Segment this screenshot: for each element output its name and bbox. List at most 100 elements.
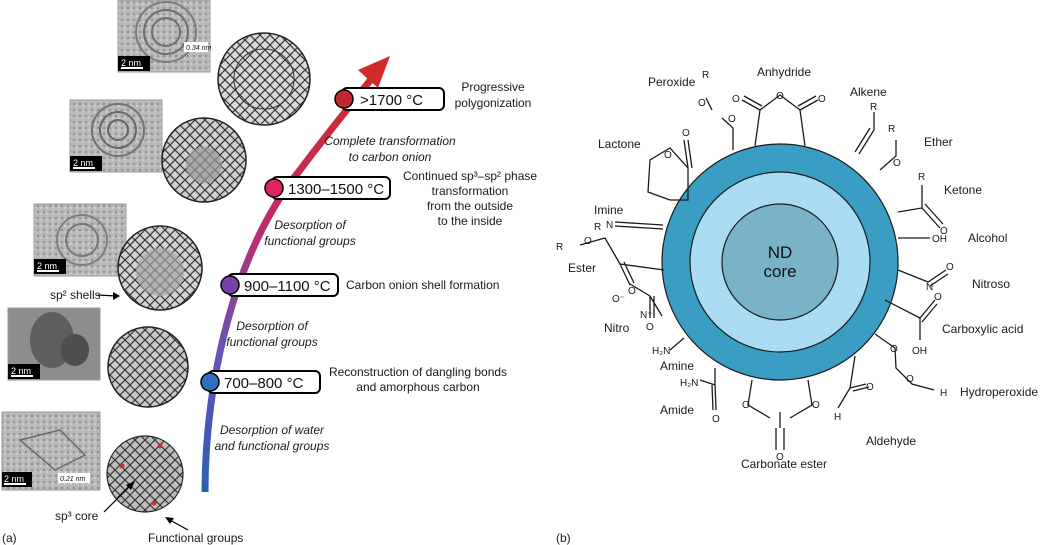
atom-ether-r: R: [888, 124, 895, 135]
core-label-line-2: core: [763, 262, 796, 281]
model-onion-polygonized: [217, 32, 311, 126]
label-amine: Amine: [660, 359, 694, 373]
label-imine: Imine: [594, 203, 624, 217]
scale-bar-5: 2 nm: [4, 474, 24, 484]
tem-image-1: 0.34 nm 2 nm: [117, 0, 211, 73]
label-alkene: Alkene: [850, 85, 887, 99]
atom-hydroperoxide-h: H: [940, 388, 947, 399]
panel-b: ND core: [556, 65, 1038, 545]
scale-bar-3: 2 nm: [37, 261, 57, 271]
atom-acid-oh: OH: [912, 346, 927, 357]
atom-aldehyde-h: H: [834, 412, 841, 423]
atom-anhydride-o-left: O: [732, 94, 740, 105]
process-1-line-2: to carbon onion: [349, 150, 432, 164]
atom-nitroso-o: O: [946, 262, 954, 273]
functional-groups-arrow: [169, 519, 189, 531]
tem-image-3: 2 nm: [33, 203, 127, 277]
atom-carbonate-o3: O: [776, 452, 784, 463]
label-alcohol: Alcohol: [968, 231, 1007, 245]
atom-acid-o: O: [934, 292, 942, 303]
stage-desc-1-line-2: polygonization: [455, 96, 532, 110]
label-aldehyde: Aldehyde: [866, 434, 916, 448]
atom-imine-n: N: [606, 220, 613, 231]
stage-temp-1: >1700 °C: [360, 92, 423, 109]
atom-hydroperoxide-o2: O: [906, 374, 914, 385]
stage-desc-2-line-4: to the inside: [438, 214, 503, 228]
scale-bar-4: 2 nm: [11, 366, 31, 376]
atom-nitroso-n: N: [926, 282, 933, 293]
atom-ether-o: O: [893, 158, 901, 169]
atom-peroxide-o1: O: [698, 98, 706, 109]
stage-desc-4-line-2: and amorphous carbon: [356, 380, 479, 394]
nd-core: [721, 203, 839, 321]
label-nitro: Nitro: [604, 321, 630, 335]
label-anhydride: Anhydride: [757, 65, 811, 79]
atom-amide-nh2: H₂N: [680, 378, 698, 389]
process-4-line-1: Desorption of water: [220, 423, 325, 437]
atom-peroxide-o2: O: [728, 114, 736, 125]
atom-amide-o: O: [712, 414, 720, 425]
functional-groups-label: Functional groups: [148, 531, 243, 545]
scale-bar-2: 2 nm: [73, 158, 93, 168]
process-3-line-1: Desorption of: [236, 319, 309, 333]
model-onion: [161, 117, 247, 203]
stage-temp-4: 700–800 °C: [224, 375, 304, 392]
model-shell-formation: [117, 225, 203, 311]
stage-desc-3: Carbon onion shell formation: [346, 278, 499, 292]
label-carboxylic-acid: Carboxylic acid: [942, 322, 1023, 336]
label-hydroperoxide: Hydroperoxide: [960, 385, 1038, 399]
model-reconstruction: [107, 326, 189, 408]
stage-desc-2-line-2: transformation: [432, 184, 509, 198]
atom-aldehyde-o: O: [866, 382, 874, 393]
panel-b-label: (b): [556, 531, 571, 545]
stage-marker-4: 700–800 °C: [200, 370, 321, 394]
stage-marker-1: >1700 °C: [334, 87, 445, 111]
atom-nitro-o-minus: O⁻: [612, 294, 625, 305]
functional-groups-arrowhead: [165, 517, 174, 524]
label-peroxide: Peroxide: [648, 75, 696, 89]
atom-carbonate-o1: O: [742, 400, 750, 411]
stage-marker-3: 900–1100 °C: [220, 273, 339, 297]
atom-nitro-o: O: [646, 322, 654, 333]
sp3-core-arrowhead: [126, 481, 135, 490]
atom-alcohol-oh: OH: [932, 234, 947, 245]
tem-image-2: 2 nm: [69, 99, 163, 173]
process-3-line-2: functional groups: [226, 335, 317, 349]
atom-anhydride-o-right: O: [818, 94, 826, 105]
process-4-line-2: and functional groups: [215, 439, 330, 453]
atom-imine-r: R: [594, 222, 601, 233]
atom-ester-o: O: [584, 236, 592, 247]
label-amide: Amide: [660, 403, 694, 417]
arrow-head: [358, 56, 390, 88]
atom-hydroperoxide-o1: O: [890, 344, 898, 355]
label-carbonate-ester: Carbonate ester: [741, 457, 827, 471]
process-1-line-1: Complete transformation: [324, 134, 456, 148]
label-ester: Ester: [568, 261, 596, 275]
label-ketone: Ketone: [944, 183, 982, 197]
atom-alkene-r: R: [870, 102, 877, 113]
model-nanodiamond: [106, 435, 184, 513]
stage-temp-2: 1300–1500 °C: [288, 181, 384, 198]
stage-desc-2-line-1: Continued sp³–sp² phase: [403, 169, 537, 183]
atom-lactone-o-ring: O: [664, 150, 672, 161]
atom-ester-r: R: [556, 242, 563, 253]
atom-lactone-o-carbonyl: O: [682, 128, 690, 139]
label-lactone: Lactone: [598, 137, 641, 151]
atom-ketone-o: O: [940, 226, 948, 237]
atom-ketone-r: R: [918, 172, 925, 183]
process-2-line-1: Desorption of: [274, 218, 347, 232]
panel-a-label: (a): [2, 531, 17, 545]
spacing-label-2: 0.21 nm: [60, 476, 85, 483]
tem-image-4: 2 nm: [7, 307, 101, 381]
stage-desc-1-line-1: Progressive: [461, 80, 525, 94]
atom-peroxide-r: R: [702, 70, 709, 81]
label-ether: Ether: [924, 135, 953, 149]
spacing-label-1: 0.34 nm: [186, 45, 211, 52]
stage-desc-2-line-3: from the outside: [427, 199, 513, 213]
sp2-shells-label: sp² shells: [50, 288, 101, 302]
atom-ester-o-carbonyl: O: [628, 286, 636, 297]
bond-structures: [579, 94, 949, 450]
stage-desc-4-line-1: Reconstruction of dangling bonds: [329, 365, 507, 379]
tem-image-5: 0.21 nm 2 nm: [1, 411, 101, 491]
